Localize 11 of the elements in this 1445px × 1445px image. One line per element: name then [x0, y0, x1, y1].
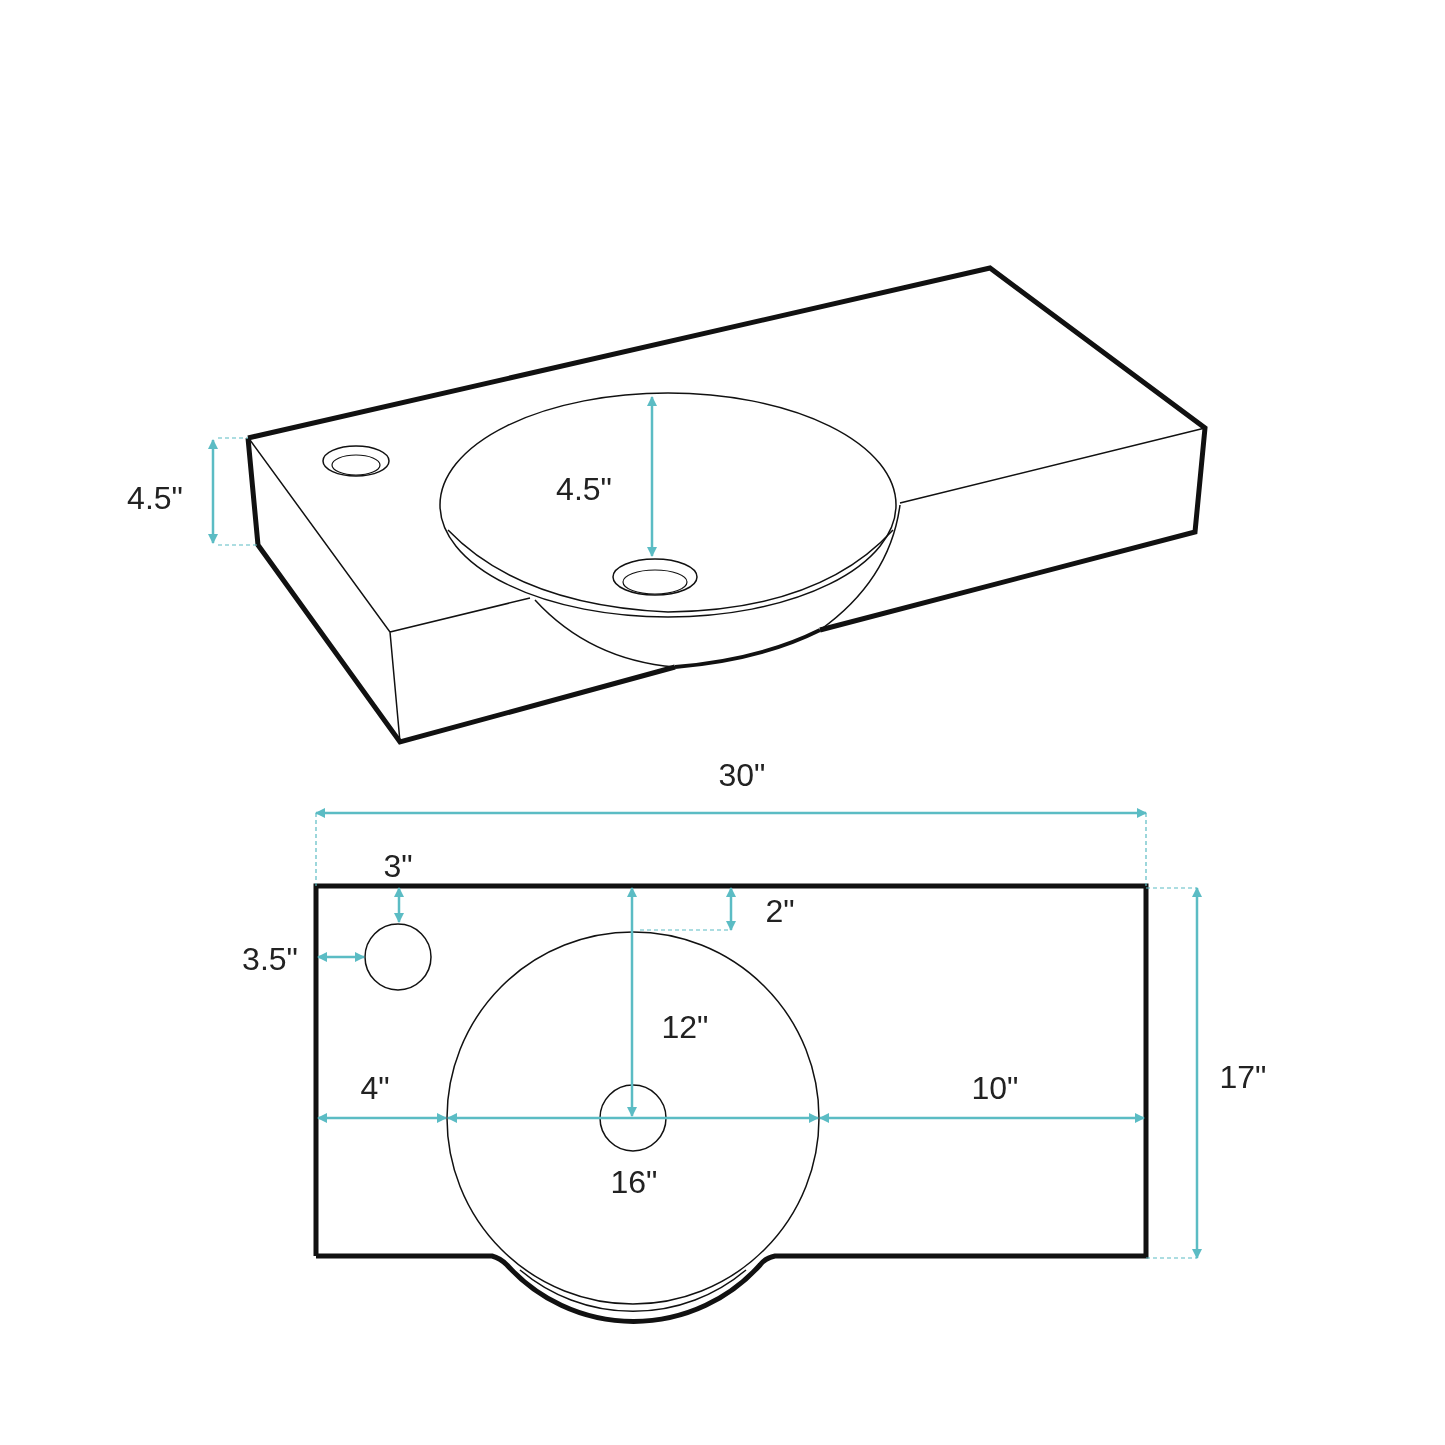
dimension-label: 4" [360, 1072, 390, 1104]
dimension-label: 4.5" [556, 473, 612, 505]
dimension-label: 4.5" [127, 482, 183, 514]
dimension-label: 2" [765, 895, 795, 927]
dimension-label: 17" [1219, 1061, 1267, 1093]
dimension-label: 3" [383, 850, 413, 882]
dimension-label: 10" [971, 1072, 1019, 1104]
dimension-label: 16" [610, 1166, 658, 1198]
dimension-label: 12" [661, 1011, 709, 1043]
dimension-label: 30" [718, 759, 766, 791]
dimension-label: 3.5" [242, 943, 298, 975]
